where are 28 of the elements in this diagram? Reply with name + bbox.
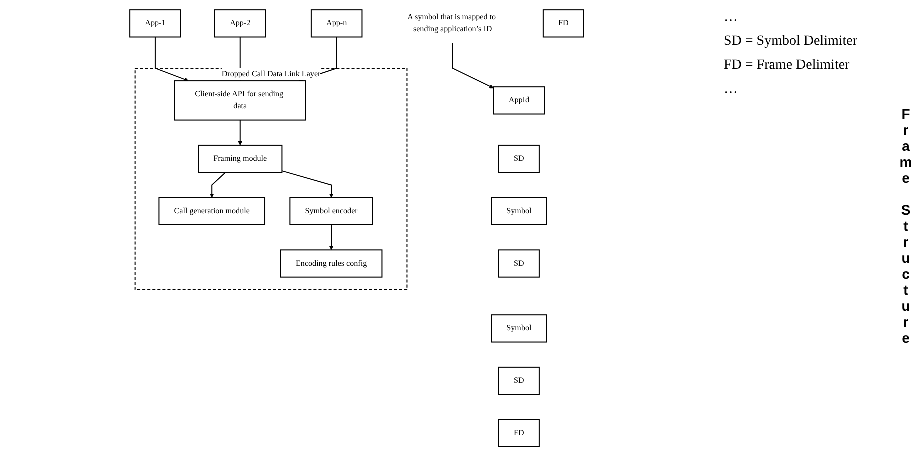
node-box: FD bbox=[542, 10, 584, 38]
node-box: AppId bbox=[493, 86, 546, 115]
node-text: A symbol that is mapped to sending application’s ID bbox=[408, 13, 496, 34]
node-box: SD bbox=[498, 250, 540, 278]
node-box: App-n bbox=[310, 10, 363, 38]
node-box: SD bbox=[498, 366, 540, 396]
abbreviation-note: SD = Symbol Delimiter bbox=[724, 34, 859, 50]
side-label: Frame Structure bbox=[897, 106, 914, 346]
arrow bbox=[282, 170, 334, 198]
node-box: App-1 bbox=[130, 10, 182, 38]
node-box: FD bbox=[498, 419, 540, 448]
arrow bbox=[329, 225, 334, 250]
node-box: Encoding rules config bbox=[280, 250, 383, 278]
abbreviation-note: FD = Frame Delimiter bbox=[724, 58, 851, 74]
node-box: Symbol bbox=[491, 197, 548, 226]
node-box: Client-side API for sending data bbox=[174, 80, 306, 121]
arrow bbox=[452, 43, 494, 89]
node-box: Symbol encoder bbox=[290, 197, 374, 226]
ellipsis: … bbox=[724, 10, 739, 26]
node-box: Symbol bbox=[491, 314, 548, 343]
arrow bbox=[154, 37, 189, 82]
ellipsis: … bbox=[724, 82, 739, 98]
arrow bbox=[238, 120, 243, 146]
node-box: Call generation module bbox=[158, 197, 266, 226]
node-box: SD bbox=[498, 144, 540, 174]
arrow bbox=[210, 172, 226, 198]
node-box: Framing module bbox=[198, 144, 283, 174]
node-box: App-2 bbox=[214, 10, 266, 38]
